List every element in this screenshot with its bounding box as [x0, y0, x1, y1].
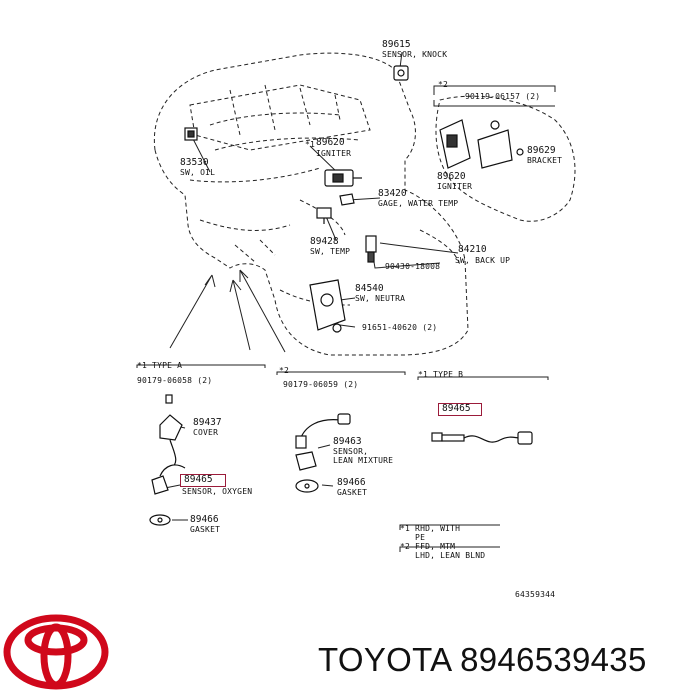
- highlight-box-type-a: [180, 474, 226, 487]
- type-b-label: *1 TYPE B: [418, 370, 464, 379]
- part-89465-type-a-number: 89465: [184, 474, 213, 485]
- part-89620-number: 89620: [316, 137, 345, 148]
- part-89620-desc: IGNITER: [316, 149, 352, 158]
- part-83530-desc: SW, OIL: [180, 168, 216, 177]
- type-a-parts: [149, 394, 186, 526]
- part-89629-number: 89629: [527, 145, 556, 156]
- highlight-box-type-b: [438, 403, 482, 416]
- part-83530-number: 83530: [180, 157, 209, 168]
- part-84210-number: 84210: [458, 244, 487, 255]
- neutral-switch-part: [309, 279, 346, 333]
- part-90119-number: 90119-06157 (2): [465, 92, 541, 101]
- oil-switch-part: [184, 127, 198, 141]
- part-89428-desc: SW, TEMP: [310, 247, 351, 256]
- part-89437-number: 89437: [193, 417, 222, 428]
- temp-switch-part: [316, 207, 332, 224]
- part-89463-desc: SENSOR, LEAN MIXTURE: [333, 447, 394, 465]
- part-89466b-number: 89466: [337, 477, 366, 488]
- part-89465-type-a-desc: SENSOR, OXYGEN: [182, 487, 253, 496]
- parts-diagram: [136, 51, 576, 552]
- part-89629-desc: BRACKET: [527, 156, 563, 165]
- part-83420-desc: GAGE, WATER TEMP: [378, 199, 459, 208]
- part-89620b-desc: IGNITER: [437, 182, 473, 191]
- type-b-oxygen-sensor: [431, 431, 533, 445]
- engine-outline: [153, 52, 469, 356]
- part-89428-number: 89428: [310, 236, 339, 247]
- part-90179a-number: 90179-06058 (2): [137, 376, 213, 385]
- part-91651-number: 91651-40620 (2): [362, 323, 438, 332]
- part-89463-number: 89463: [333, 436, 362, 447]
- part-89615-desc: SENSOR, KNOCK: [382, 50, 448, 59]
- part-89620b-number: 89620: [437, 171, 466, 182]
- brand-part-number-text: TOYOTA 8946539435: [318, 641, 647, 678]
- part-89437-desc: COVER: [193, 428, 219, 437]
- knock-sensor: [393, 65, 409, 81]
- part-90179b-number: 90179-06059 (2): [283, 380, 359, 389]
- part-89465-type-b-number: 89465: [442, 403, 471, 414]
- part-83420-number: 83420: [378, 188, 407, 199]
- star2-top: *2: [438, 80, 449, 89]
- part-89615-number: 89615: [382, 39, 411, 50]
- part-84540-desc: SW, NEUTRA: [355, 294, 406, 303]
- star1-89620: *1: [305, 140, 316, 149]
- star2-mid-label: *2: [279, 366, 290, 375]
- type-a-label: *1 TYPE A: [137, 361, 183, 370]
- igniter-part: [324, 169, 362, 187]
- part-90430-number: 90430-18008: [385, 262, 441, 271]
- note-star2: *2 FFD, MTM LHD, LEAN BLND: [400, 542, 486, 560]
- part-84540-number: 84540: [355, 283, 384, 294]
- note-star1: *1 RHD, WITH PE: [400, 524, 461, 542]
- diagram-code: 64359344: [515, 590, 556, 599]
- water-temp-gage-part: [339, 193, 355, 206]
- toyota-logo-icon: [3, 614, 109, 690]
- part-89466b-desc: GASKET: [337, 488, 368, 497]
- part-84210-desc: SW, BACK UP: [455, 256, 511, 265]
- igniter-right-part: [439, 119, 524, 169]
- part-89466a-number: 89466: [190, 514, 219, 525]
- back-up-switch-part: [365, 235, 377, 263]
- part-89466a-desc: GASKET: [190, 525, 221, 534]
- type-2-parts: [295, 413, 351, 493]
